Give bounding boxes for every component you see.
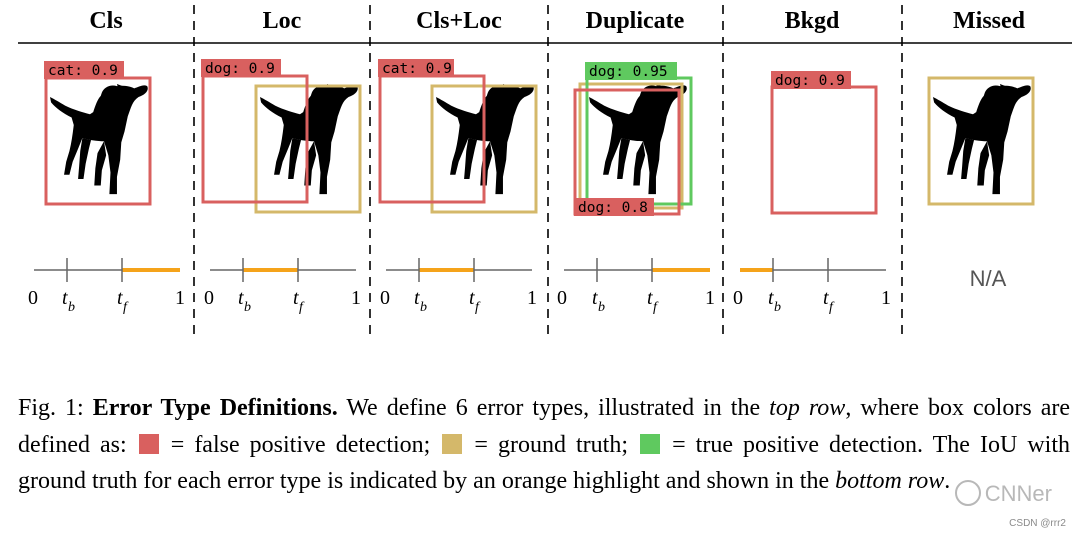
- tick-one: 1: [527, 287, 537, 309]
- tick-tb: t: [768, 287, 774, 309]
- example-duplicate: dog: 0.95 dog: 0.8: [573, 62, 693, 216]
- tick-one: 1: [351, 287, 361, 309]
- tick-zero: 0: [380, 287, 390, 309]
- caption-title: Error Type Definitions.: [92, 395, 338, 421]
- example-missed: [927, 76, 1035, 206]
- iou-axis-cls-loc: 0 t b t f 1: [380, 258, 537, 315]
- tick-one: 1: [705, 287, 715, 309]
- header-cls-loc: Cls+Loc: [416, 8, 502, 34]
- ground-truth-swatch: [442, 433, 463, 454]
- tick-tb: t: [238, 287, 244, 309]
- header-missed: Missed: [953, 8, 1026, 34]
- label-tag-tp: [585, 62, 677, 80]
- caption-text-5: = true positive detection. The IoU with …: [18, 431, 1070, 495]
- credit: CSDN @rrr2: [1009, 518, 1066, 529]
- column-headers: Cls Loc Cls+Loc Duplicate Bkgd Missed: [89, 8, 1025, 34]
- iou-axis-loc: 0 t b t f 1: [204, 258, 361, 315]
- label-tag: [378, 59, 454, 77]
- false-positive-box: [770, 85, 878, 215]
- tick-tf-sub: f: [653, 300, 659, 315]
- caption-text-2: , where box colors are defined as:: [18, 395, 1071, 458]
- tick-zero: 0: [733, 287, 743, 309]
- detection-label-fp: dog: 0.8: [578, 200, 648, 216]
- tick-tb-sub: b: [244, 300, 251, 315]
- detection-label: dog: 0.9: [775, 73, 845, 89]
- column-separators: [193, 5, 903, 338]
- tick-tb-sub: b: [68, 300, 75, 315]
- tick-tf: t: [293, 287, 299, 309]
- dog-silhouette-icon: [50, 84, 148, 195]
- header-bkgd: Bkgd: [785, 8, 840, 34]
- header-cls: Cls: [89, 8, 122, 34]
- tick-tb: t: [592, 287, 598, 309]
- tick-tf: t: [469, 287, 475, 309]
- example-cls: cat: 0.9: [44, 61, 152, 206]
- iou-axis-cls: 0 t b t f 1: [28, 258, 185, 315]
- caption-bottom-row: bottom row: [835, 468, 945, 494]
- detection-label: cat: 0.9: [382, 61, 452, 77]
- tick-zero: 0: [557, 287, 567, 309]
- detection-label: dog: 0.9: [205, 61, 275, 77]
- tick-tf: t: [647, 287, 653, 309]
- caption-text-6: .: [944, 468, 951, 494]
- tick-tb-sub: b: [598, 300, 605, 315]
- true-positive-swatch: [640, 433, 661, 454]
- caption-text-1: We define 6 error types, illustrated in …: [337, 395, 770, 421]
- example-cls-loc: cat: 0.9: [378, 59, 538, 214]
- watermark: CNNer: [954, 480, 1052, 507]
- caption-text-4: = ground truth;: [464, 431, 639, 458]
- tick-zero: 0: [204, 287, 214, 309]
- figure-caption: Fig. 1: Error Type Definitions. We defin…: [18, 390, 1070, 500]
- tick-tb-sub: b: [420, 300, 427, 315]
- iou-axis-duplicate: 0 t b t f 1: [557, 258, 715, 315]
- tick-one: 1: [881, 287, 891, 309]
- tick-tb-sub: b: [774, 300, 781, 315]
- tick-tf: t: [117, 287, 123, 309]
- watermark-text: CNNer: [984, 481, 1052, 506]
- dog-silhouette-icon: [933, 84, 1031, 195]
- wechat-icon: [954, 480, 981, 506]
- caption-top-row: top row: [769, 395, 846, 421]
- error-type-figure: Cls Loc Cls+Loc Duplicate Bkgd Missed ca…: [18, 5, 1072, 338]
- label-tag: [771, 71, 851, 89]
- dog-silhouette-icon: [260, 84, 358, 195]
- tick-tf-sub: f: [475, 300, 481, 315]
- caption-fig: Fig. 1:: [18, 395, 84, 421]
- tick-tf-sub: f: [299, 300, 305, 315]
- label-tag: [44, 61, 124, 79]
- iou-axis-bkgd: 0 t b t f 1: [733, 258, 891, 315]
- label-tag: [201, 59, 281, 77]
- label-tag-fp: [574, 198, 654, 216]
- example-bkgd: dog: 0.9: [770, 71, 878, 215]
- tick-tf: t: [823, 287, 829, 309]
- tick-zero: 0: [28, 287, 38, 309]
- dog-silhouette-icon: [589, 84, 687, 195]
- tick-tb: t: [414, 287, 420, 309]
- tick-one: 1: [175, 287, 185, 309]
- caption-text-3: = false positive detection;: [160, 431, 441, 458]
- detection-label-tp: dog: 0.95: [589, 64, 668, 80]
- tick-tf-sub: f: [829, 300, 835, 315]
- missed-na: N/A: [970, 266, 1007, 291]
- ground-truth-box: [927, 76, 1035, 206]
- example-loc: dog: 0.9: [201, 59, 362, 214]
- false-positive-swatch: [138, 433, 159, 454]
- tick-tf-sub: f: [123, 300, 129, 315]
- tick-tb: t: [62, 287, 68, 309]
- header-duplicate: Duplicate: [586, 8, 685, 34]
- detection-label: cat: 0.9: [48, 63, 118, 79]
- header-loc: Loc: [263, 8, 302, 34]
